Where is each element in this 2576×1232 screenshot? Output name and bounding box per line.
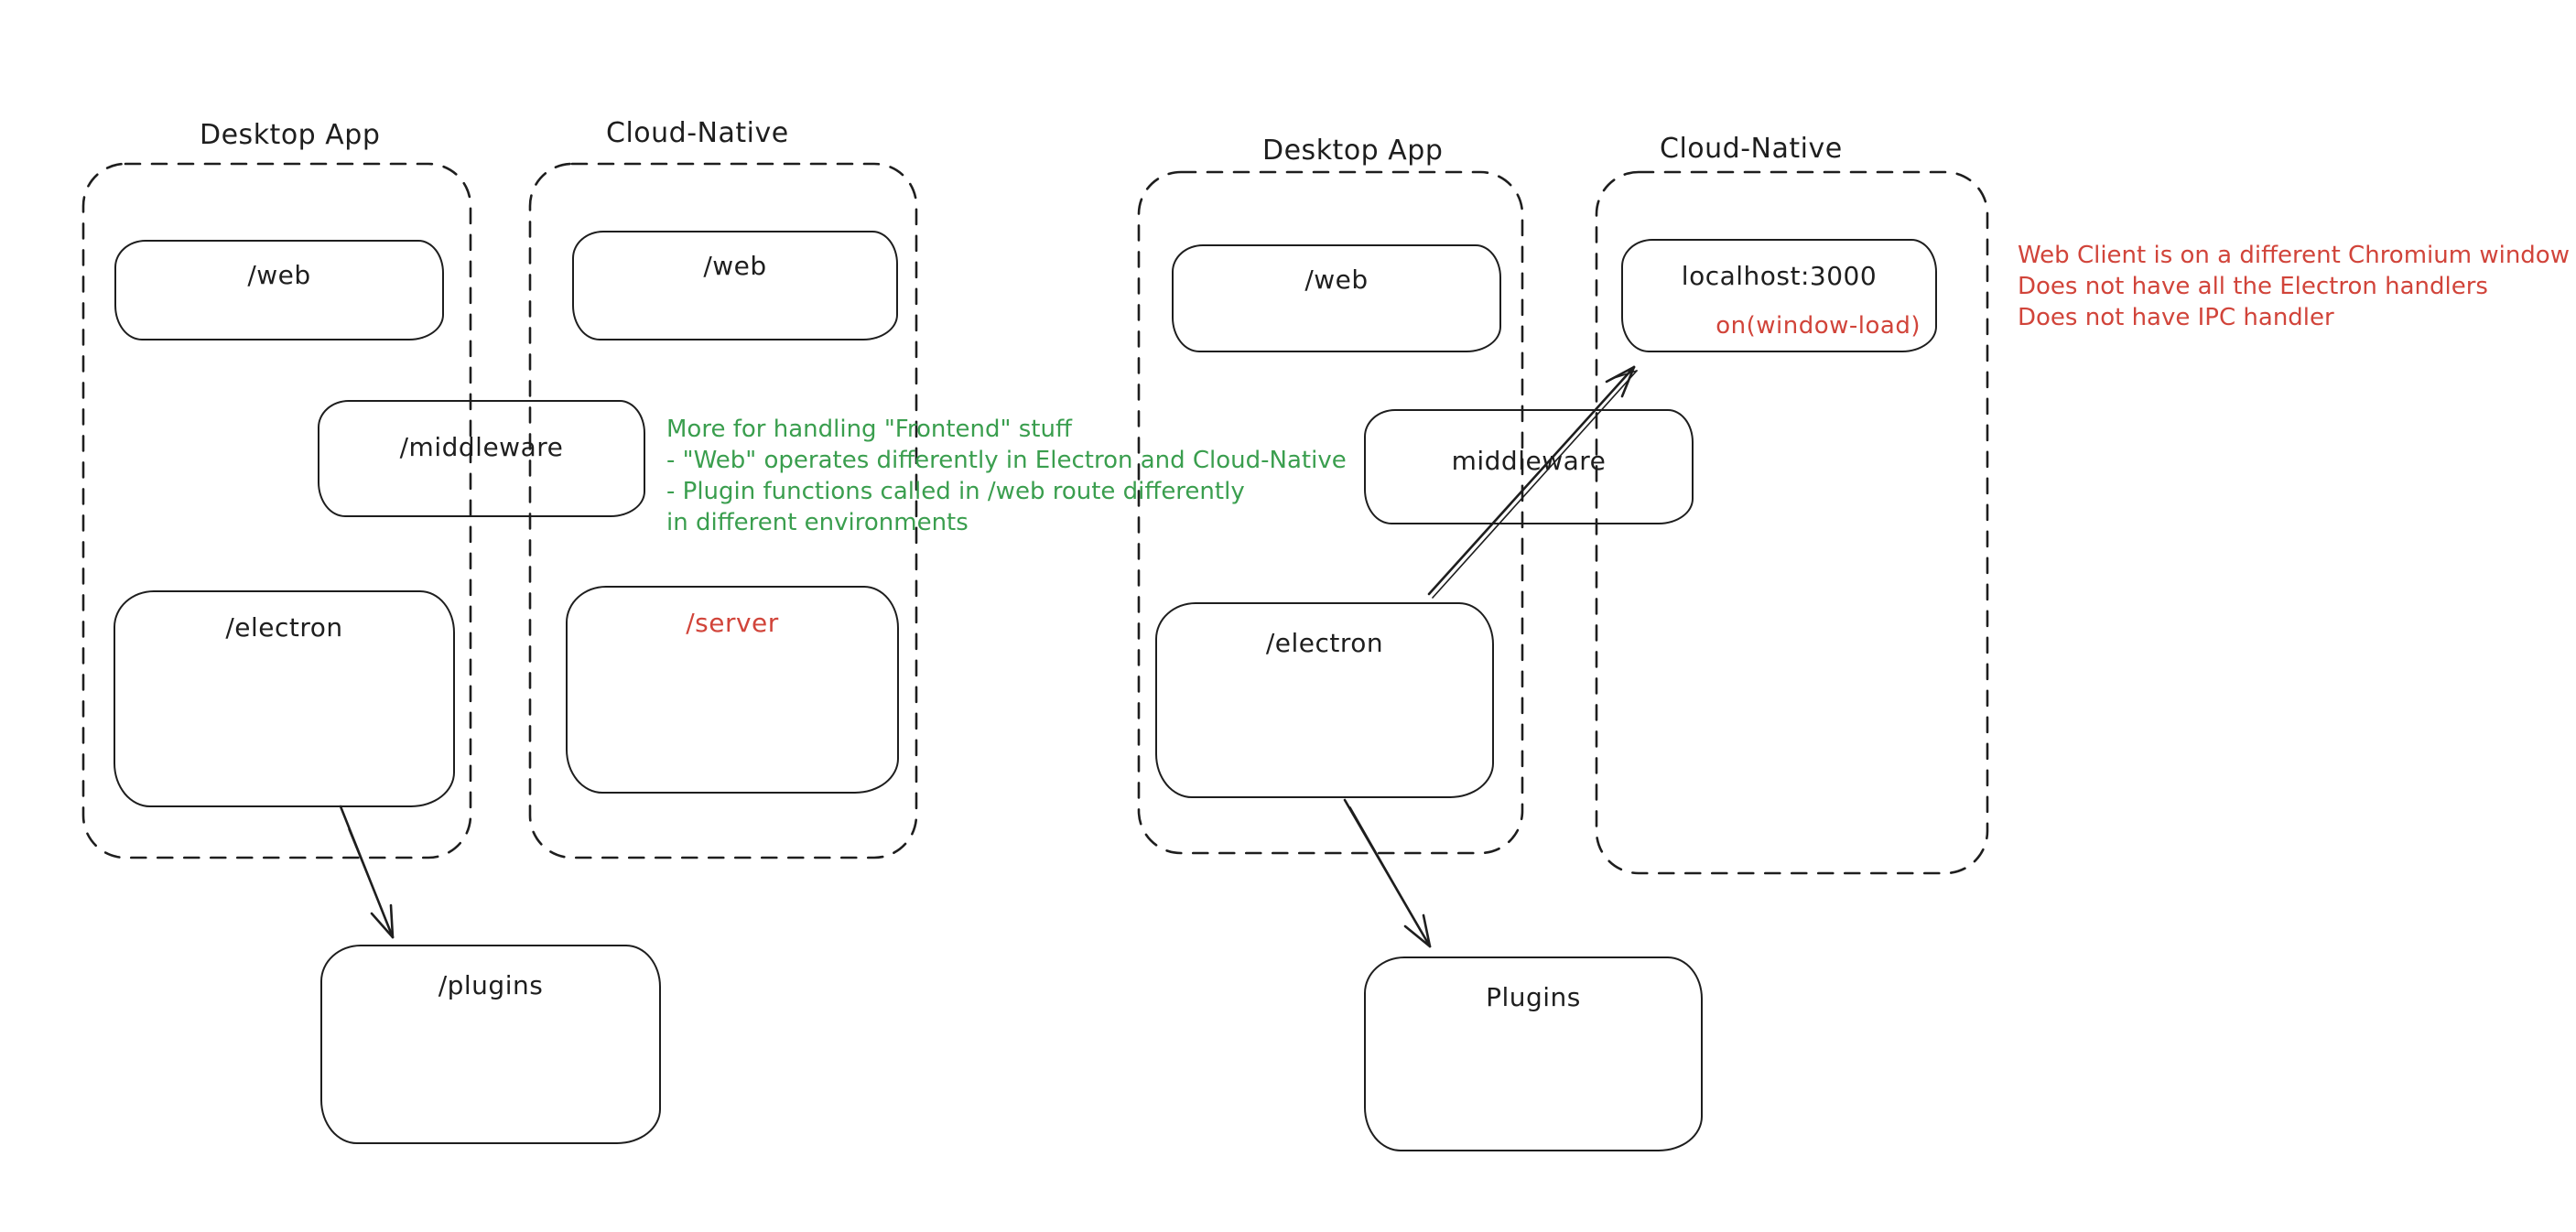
node-electron-left-label: /electron xyxy=(225,612,343,643)
arrow-electron-to-plugins-right xyxy=(1343,798,1432,948)
node-web-right-label: /web xyxy=(1304,265,1369,295)
group-label-cloud-left: Cloud-Native xyxy=(606,117,789,149)
note-red-line: Does not have IPC handler xyxy=(2018,304,2334,331)
node-server-left: /server xyxy=(566,586,899,794)
node-middleware-right: middleware xyxy=(1364,409,1694,524)
note-green-line: More for handling "Frontend" stuff xyxy=(666,416,1072,443)
node-web-cloud-left: /web xyxy=(572,231,898,340)
note-red-web-client: Web Client is on a different Chromium wi… xyxy=(2018,240,2570,333)
group-label-desktop-right: Desktop App xyxy=(1262,135,1444,167)
node-middleware-left-label: /middleware xyxy=(399,432,564,462)
node-middleware-right-label: middleware xyxy=(1451,446,1607,476)
node-web-desktop-left: /web xyxy=(114,240,444,340)
on-window-load-label: on(window-load) xyxy=(1716,312,1921,340)
group-outline-cloud-left xyxy=(528,162,918,859)
arrow-electron-to-localhost xyxy=(1427,365,1638,599)
node-plugins-left: /plugins xyxy=(320,945,661,1144)
node-plugins-right: Plugins xyxy=(1364,956,1703,1151)
note-green-line: - "Web" operates differently in Electron… xyxy=(666,447,1347,474)
node-electron-right-label: /electron xyxy=(1265,628,1384,658)
node-localhost-3000: localhost:3000 on(window-load) xyxy=(1621,239,1937,352)
note-red-line: Does not have all the Electron handlers xyxy=(2018,273,2488,300)
node-web-right: /web xyxy=(1172,244,1501,352)
note-red-line: Web Client is on a different Chromium wi… xyxy=(2018,242,2570,269)
group-outline-desktop-right xyxy=(1137,170,1524,855)
group-label-desktop-left: Desktop App xyxy=(200,119,381,151)
node-web-desktop-left-label: /web xyxy=(247,260,311,290)
node-plugins-left-label: /plugins xyxy=(438,970,544,1000)
node-plugins-right-label: Plugins xyxy=(1486,982,1581,1012)
arrow-electron-to-plugins-left xyxy=(339,805,395,939)
group-label-cloud-right: Cloud-Native xyxy=(1660,133,1843,165)
node-server-left-label: /server xyxy=(686,608,779,638)
node-electron-right: /electron xyxy=(1155,602,1494,798)
note-green-frontend: More for handling "Frontend" stuff - "We… xyxy=(666,414,1347,538)
node-localhost-3000-label: localhost:3000 xyxy=(1681,261,1878,291)
note-green-line: - Plugin functions called in /web route … xyxy=(666,478,1245,505)
node-middleware-left: /middleware xyxy=(318,400,645,517)
group-outline-desktop-left xyxy=(81,162,472,859)
note-green-line: in different environments xyxy=(666,509,969,536)
node-electron-left: /electron xyxy=(114,590,455,807)
node-web-cloud-left-label: /web xyxy=(703,251,767,281)
